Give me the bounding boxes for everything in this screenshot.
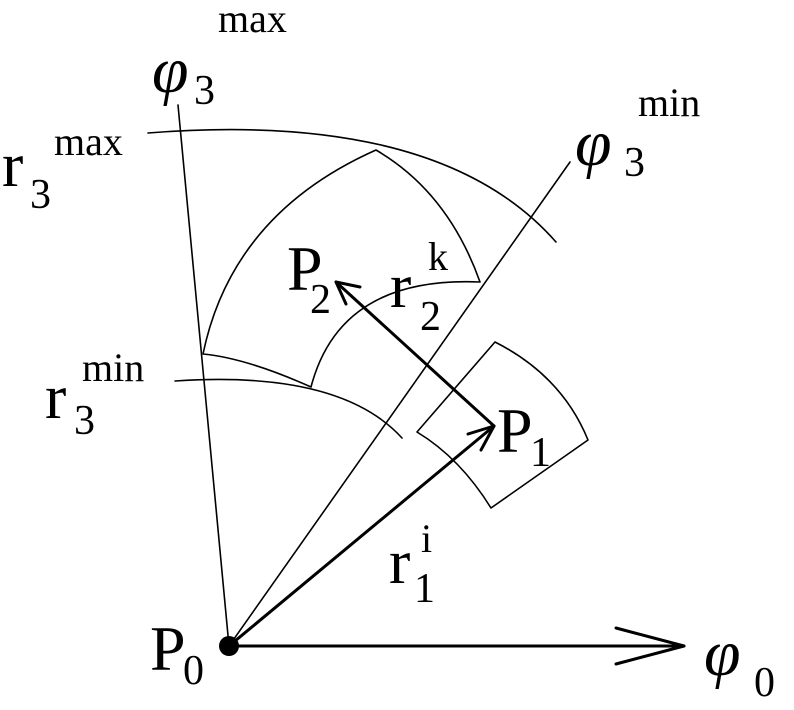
p1-label: P 1 — [497, 395, 551, 476]
p0-symbol: P — [150, 613, 186, 684]
r3-min-symbol: r — [45, 361, 66, 432]
p1-symbol: P — [497, 395, 533, 466]
phi3-max-ray — [177, 104, 230, 647]
phi0-arrowhead — [614, 626, 686, 666]
p0-subscript: 0 — [183, 648, 204, 694]
phi3-max-subscript: 3 — [194, 68, 215, 114]
p2-label: P 2 — [287, 233, 331, 323]
r3-max-subscript: 3 — [30, 172, 51, 218]
r1i-subscript: 1 — [414, 566, 435, 612]
p2-symbol: P — [287, 233, 323, 304]
origin-point — [219, 636, 239, 656]
r2k-superscript: k — [428, 234, 448, 279]
phi3-max-symbol: φ — [152, 34, 189, 107]
r1i-label: r 1 i — [389, 516, 435, 612]
phi3-max-label: φ 3 max — [152, 0, 287, 114]
r3-max-arc — [147, 128, 557, 243]
r1i-symbol: r — [389, 526, 410, 597]
phi3-min-label: φ 3 min — [575, 80, 700, 186]
r2k-label: r 2 k — [390, 234, 448, 340]
phi3-min-ray — [228, 161, 571, 647]
r3-min-label: r 3 min — [45, 345, 144, 444]
r3-max-label: r 3 max — [2, 119, 123, 218]
phi3-max-superscript: max — [218, 0, 287, 41]
phi3-min-superscript: min — [638, 80, 700, 125]
phi3-min-subscript: 3 — [624, 140, 645, 186]
phi3-min-symbol: φ — [575, 107, 612, 180]
r3-min-subscript: 3 — [74, 398, 95, 444]
r2k-subscript: 2 — [420, 294, 441, 340]
r3-min-arc — [174, 378, 403, 439]
r2-vector — [334, 280, 496, 428]
r2-arrowhead — [334, 280, 362, 306]
p0-label: P 0 — [150, 613, 204, 694]
r1i-superscript: i — [421, 516, 432, 561]
r3-max-symbol: r — [2, 129, 23, 200]
outer-search-bin — [202, 149, 481, 388]
r3-max-superscript: max — [54, 119, 123, 164]
r2k-symbol: r — [390, 250, 411, 321]
r3-min-superscript: min — [82, 345, 144, 390]
inner-search-bin — [416, 341, 589, 509]
r1-vector — [227, 424, 496, 648]
p1-subscript: 1 — [530, 430, 551, 476]
phi0-symbol: φ — [704, 617, 741, 690]
p2-subscript: 2 — [310, 277, 331, 323]
phi0-label: φ 0 — [704, 617, 775, 706]
phi0-subscript: 0 — [754, 660, 775, 706]
